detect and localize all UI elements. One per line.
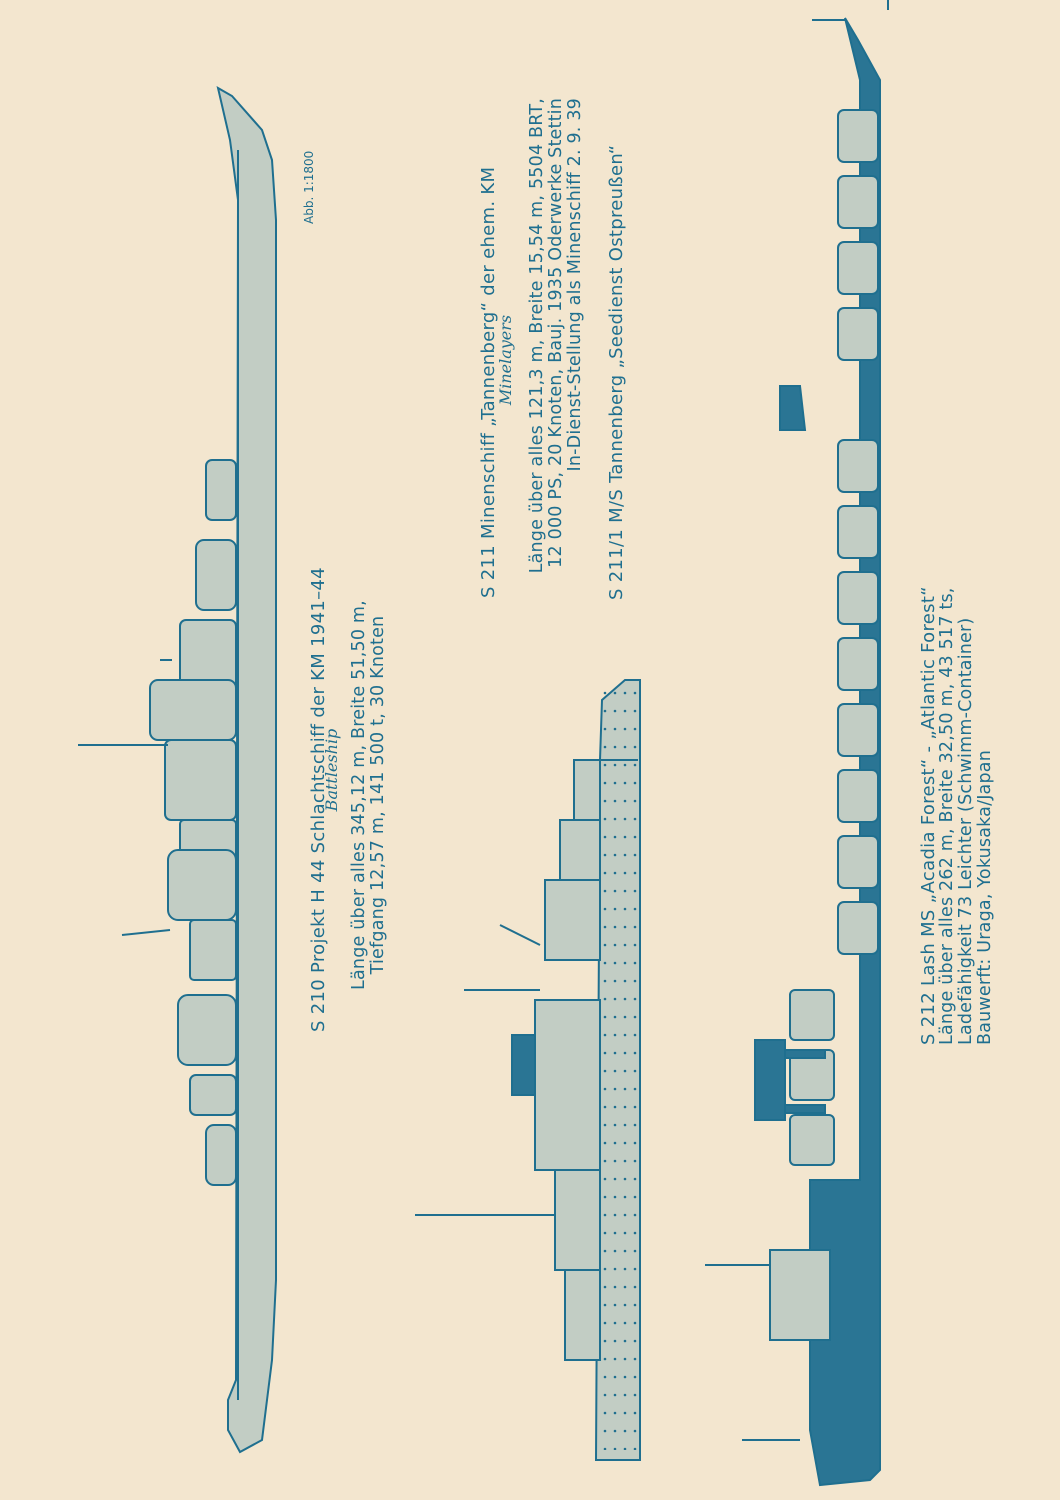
minelayer-drawing: [415, 679, 641, 1461]
caption-s212: S 212 Lash MS „Acadia Forest“ - „Atlanti…: [918, 586, 939, 1045]
specs-s212: Länge über alles 262 m, Breite 32,50 m, …: [937, 545, 995, 1045]
specs-s210: Länge über alles 345,12 m, Breite 51,50 …: [349, 580, 388, 1010]
subtitle-s211-1: S 211/1 M/S Tannenberg „Seedienst Ostpre…: [606, 144, 627, 600]
type-s211: Minelayers: [496, 314, 515, 406]
specs-s210-line-2: Tiefgang 12,57 m, 141 500 t, 30 Knoten: [368, 615, 388, 975]
specs-s211-line-1: Länge über alles 121,3 m, Breite 15,54 m…: [527, 98, 547, 574]
specs-s210-line-1: Länge über alles 345,12 m, Breite 51,50 …: [349, 600, 369, 990]
lash-ship-drawing: [705, 17, 881, 1487]
specs-s212-line-1: Länge über alles 262 m, Breite 32,50 m, …: [937, 587, 957, 1045]
specs-s212-line-3: Bauwerft: Uraga, Yokusaka/Japan: [975, 749, 995, 1045]
scale-note: Abb. 1:1800: [302, 150, 316, 224]
specs-s211-line-2: 12 000 PS, 20 Knoten, Bauj. 1935 Oderwer…: [546, 98, 566, 568]
specs-s212-line-2: Ladefähigkeit 73 Leichter (Schwimm-Conta…: [956, 617, 976, 1045]
title-s212: S 212 Lash MS „Acadia Forest“ - „Atlanti…: [918, 586, 939, 1045]
specs-s211-line-3: In-Dienst-Stellung als Minenschiff 2. 9.…: [565, 98, 585, 472]
type-s210: Battleship: [322, 728, 341, 812]
specs-s211: Länge über alles 121,3 m, Breite 15,54 m…: [527, 98, 585, 608]
battleship-drawing: [78, 85, 277, 1454]
